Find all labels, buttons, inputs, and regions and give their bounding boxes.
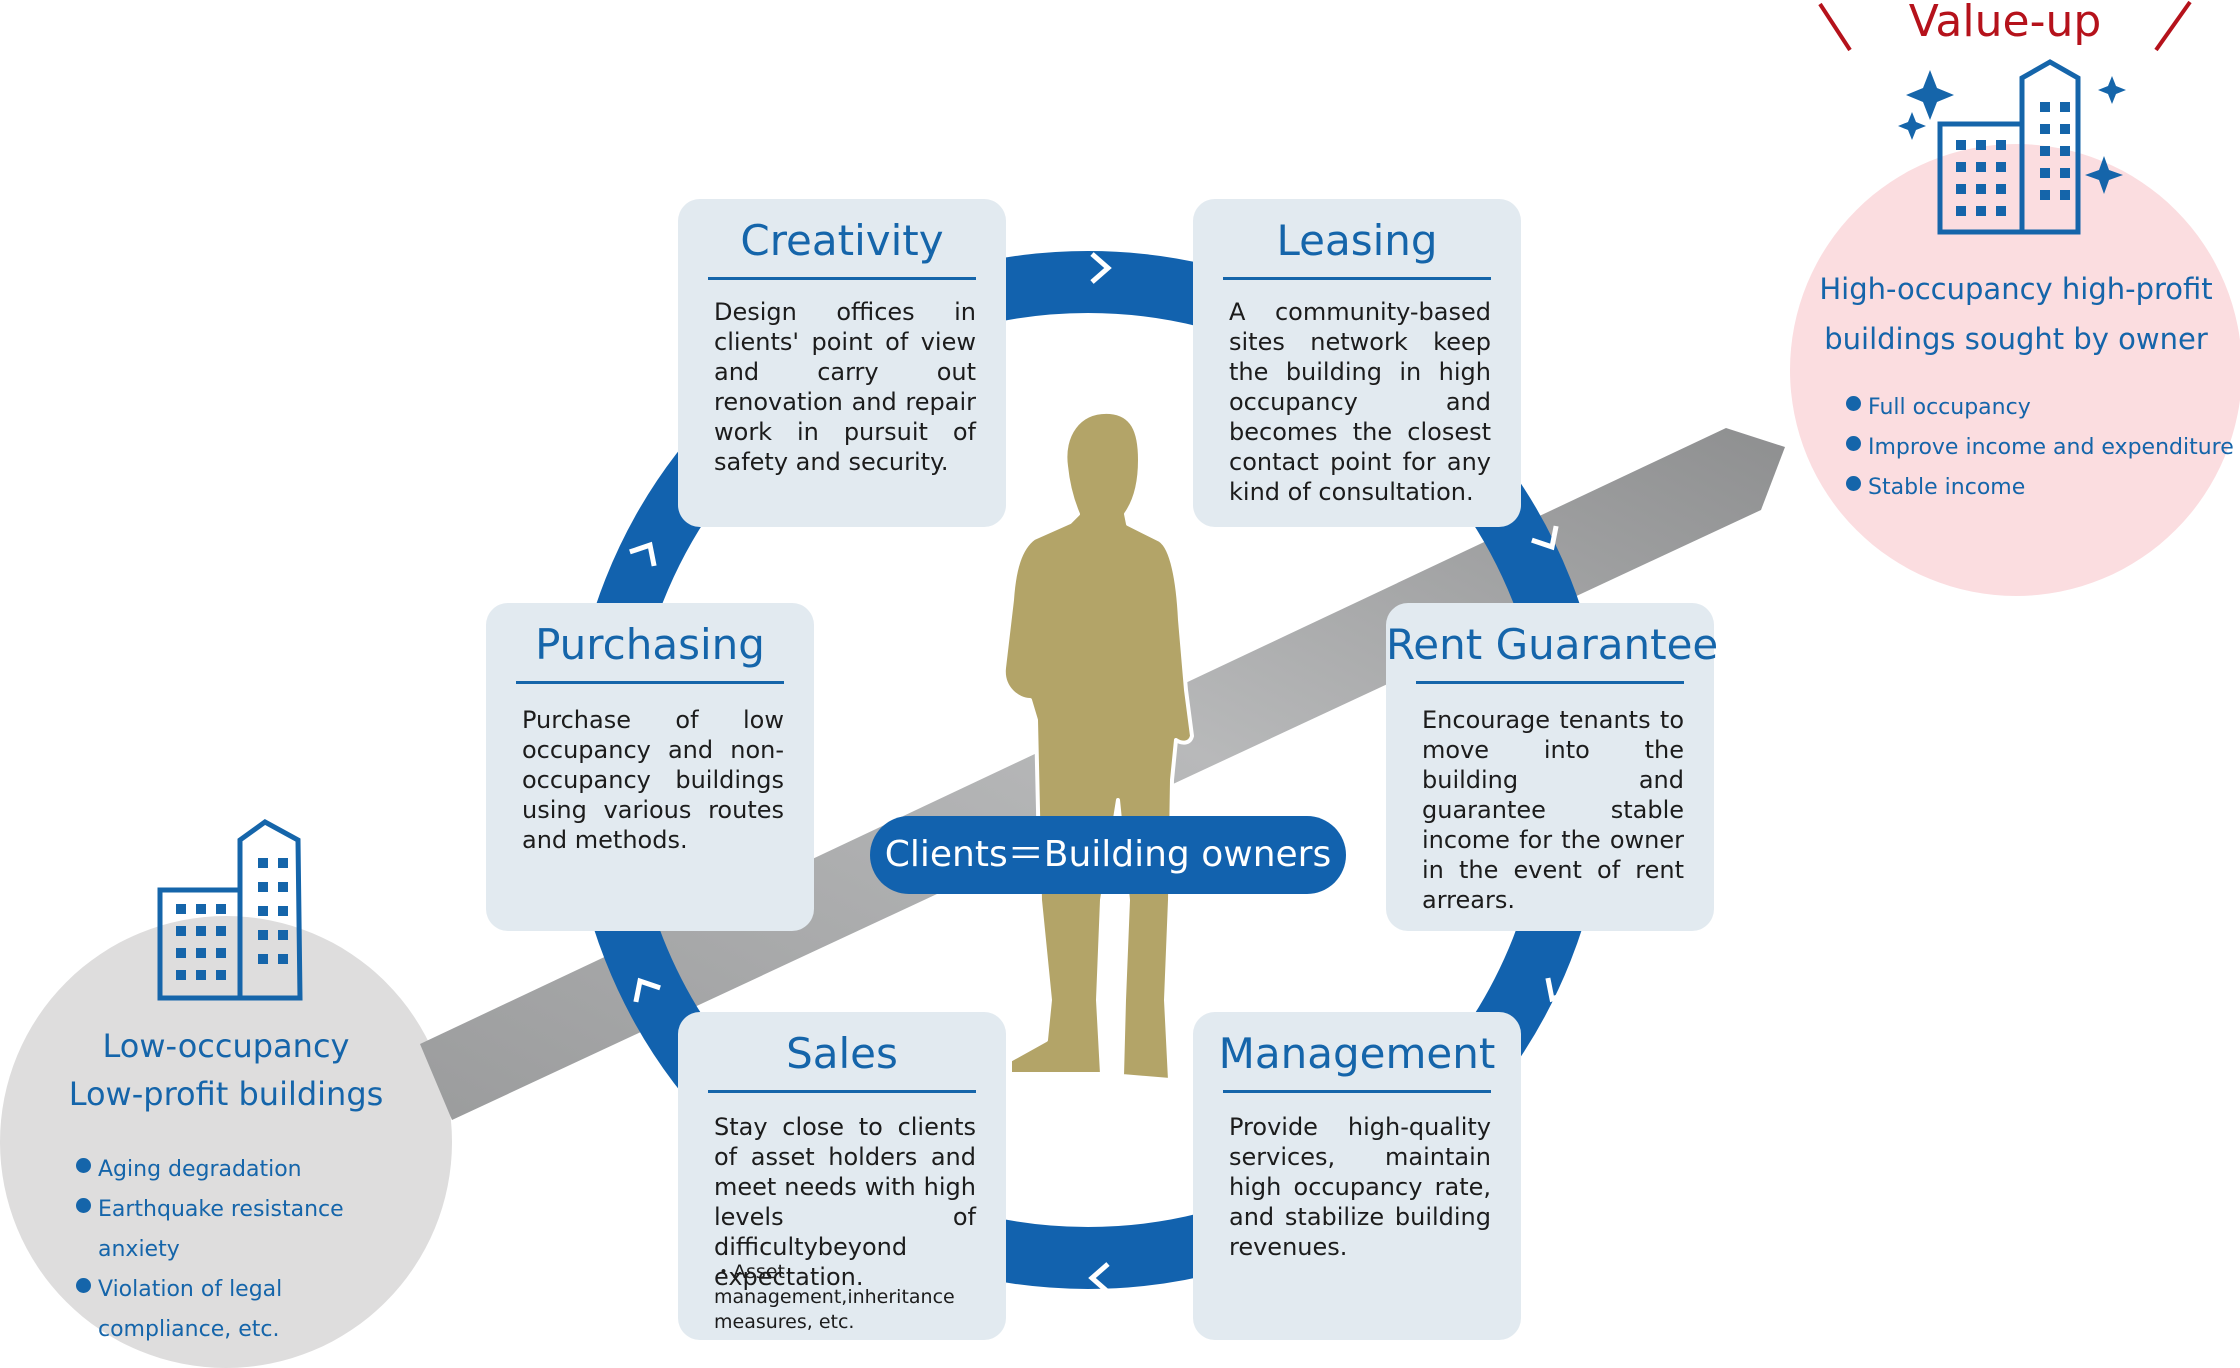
low-occupancy-title: Low-occupancy Low-profit buildings bbox=[40, 1022, 412, 1118]
chevron-down-icon bbox=[1545, 977, 1573, 1003]
card-sales: Sales Stay close to clients of asset hol… bbox=[678, 1012, 1006, 1340]
value-up-mark-left bbox=[1818, 2, 1852, 52]
title-line: High-occupancy high-profit bbox=[1819, 272, 2213, 306]
chevron-up-icon bbox=[629, 541, 657, 567]
list-item: Stable income bbox=[1846, 468, 2236, 508]
card-title: Creativity bbox=[740, 216, 944, 265]
title-line: buildings sought by owner bbox=[1824, 322, 2208, 356]
sparkle-icon bbox=[2098, 76, 2126, 104]
chevron-up-icon bbox=[633, 977, 661, 1003]
building-icon bbox=[157, 819, 303, 1001]
list-item: Full occupancy bbox=[1846, 388, 2236, 428]
chevron-left-icon bbox=[1088, 1262, 1110, 1294]
high-occupancy-title: High-occupancy high-profit buildings sou… bbox=[1800, 264, 2232, 364]
sparkle-icon bbox=[2085, 156, 2123, 194]
title-underline bbox=[1416, 681, 1684, 684]
card-title: Leasing bbox=[1276, 216, 1438, 265]
low-occupancy-issues-list: Aging degradation Earthquake resistance … bbox=[76, 1150, 416, 1350]
sparkle-icon bbox=[1906, 70, 1954, 120]
card-title: Rent Guarantee bbox=[1386, 620, 1719, 669]
businessman-silhouette bbox=[1001, 409, 1194, 1082]
sparkle-icon bbox=[1898, 112, 1926, 140]
title-underline bbox=[1223, 277, 1491, 280]
title-underline bbox=[708, 1090, 976, 1093]
high-occupancy-circle bbox=[1790, 144, 2240, 596]
low-occupancy-circle bbox=[0, 916, 452, 1368]
card-leasing: Leasing A community-based sites network … bbox=[1193, 199, 1521, 527]
chevron-right-icon bbox=[1090, 252, 1112, 284]
clients-building-owners-label: Clients＝Building owners bbox=[870, 816, 1346, 894]
list-item: Violation of legal compliance, etc. bbox=[76, 1270, 416, 1350]
card-management: Management Provide high-quality services… bbox=[1193, 1012, 1521, 1340]
card-description: Design offices in clients' point of view… bbox=[714, 298, 976, 476]
list-item: Improve income and expenditure bbox=[1846, 428, 2236, 468]
value-up-mark-right bbox=[2154, 0, 2192, 52]
title-underline bbox=[708, 277, 976, 280]
card-title: Sales bbox=[786, 1029, 898, 1078]
title-underline bbox=[1223, 1090, 1491, 1093]
card-rent-guarantee: Rent Guarantee Encourage tenants to move… bbox=[1386, 603, 1719, 931]
chevron-down-icon bbox=[1531, 525, 1559, 551]
title-underline bbox=[516, 681, 784, 684]
card-title: Management bbox=[1218, 1029, 1496, 1078]
card-note: ・Asset management,inheritance measures, … bbox=[714, 1261, 955, 1333]
list-item: Earthquake resistance anxiety bbox=[76, 1190, 416, 1270]
card-purchasing: Purchasing Purchase of low occupancy and… bbox=[486, 603, 814, 931]
value-up-label: Value-up bbox=[1908, 0, 2102, 47]
card-title: Purchasing bbox=[535, 620, 765, 669]
card-description: Purchase of low occupancy and non-occupa… bbox=[522, 706, 784, 854]
list-item: Aging degradation bbox=[76, 1150, 416, 1190]
card-description: Stay close to clients of asset holders a… bbox=[714, 1113, 976, 1291]
title-line: Low-occupancy bbox=[102, 1027, 350, 1065]
card-creativity: Creativity Design offices in clients' po… bbox=[678, 199, 1006, 527]
card-description: Provide high-quality services, maintain … bbox=[1229, 1113, 1491, 1261]
high-occupancy-benefits-list: Full occupancy Improve income and expend… bbox=[1846, 388, 2236, 508]
building-icon bbox=[1937, 59, 2081, 235]
card-description: A community-based sites network keep the… bbox=[1229, 298, 1491, 506]
title-line: Low-profit buildings bbox=[68, 1075, 384, 1113]
card-description: Encourage tenants to move into the build… bbox=[1422, 706, 1684, 914]
